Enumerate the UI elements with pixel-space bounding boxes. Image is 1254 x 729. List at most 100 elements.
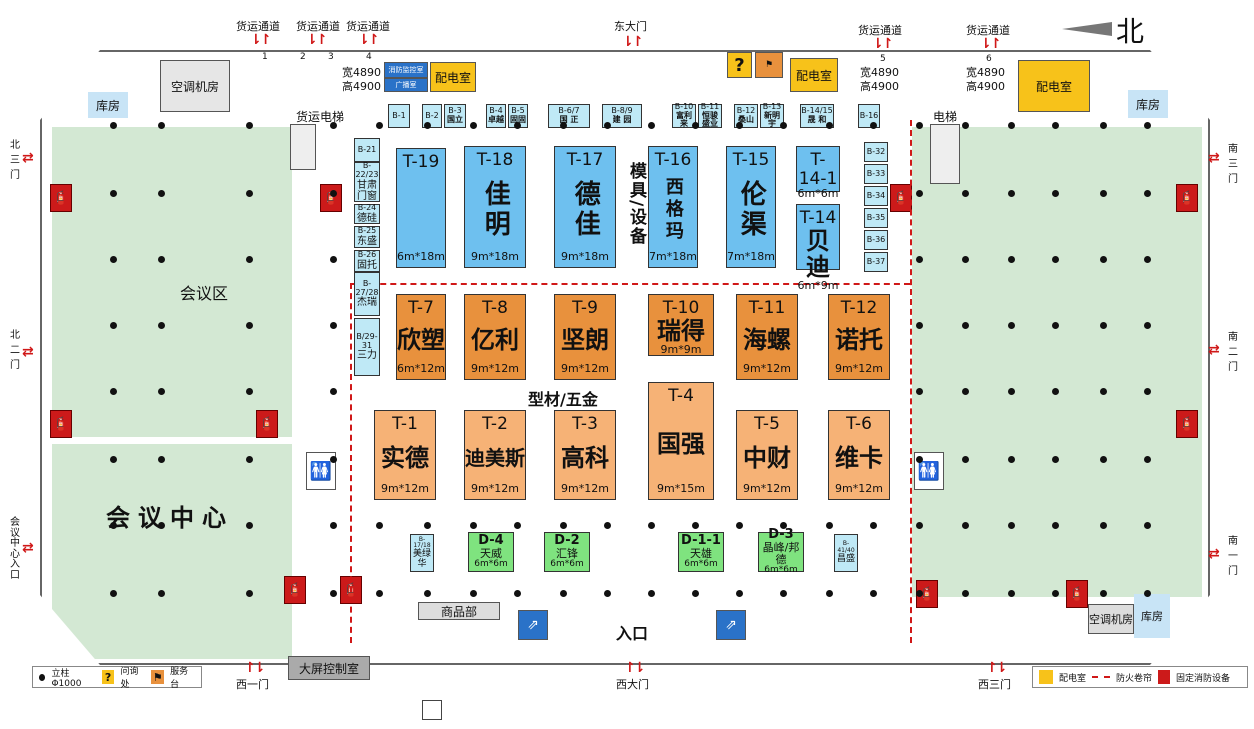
column-dot xyxy=(330,522,337,529)
column-dot xyxy=(1052,522,1059,529)
meeting-area xyxy=(52,127,292,437)
booth-name: 晟 和 xyxy=(807,115,827,124)
column-dot xyxy=(1052,190,1059,197)
legend-fire-shutter: 防火卷帘 xyxy=(1116,673,1153,684)
fire-extinguisher-icon: 🧯 xyxy=(50,184,72,212)
booth-size: 9m*12m xyxy=(835,361,883,375)
booth-code: T-2 xyxy=(482,414,508,434)
west3-gate: 西三门 xyxy=(978,678,1011,691)
booth-code: D-1-1 xyxy=(681,532,721,548)
booth-code: B-25 xyxy=(357,226,377,236)
b-booth[interactable]: B-37 xyxy=(864,252,888,272)
b-booth[interactable]: B-35 xyxy=(864,208,888,228)
column-dot xyxy=(1008,322,1015,329)
b-booth[interactable]: B-32 xyxy=(864,142,888,162)
column-dot xyxy=(1052,590,1059,597)
column-dot xyxy=(514,122,521,129)
gate-arrows-icon: ⇂↾ xyxy=(872,36,894,52)
booth-name: 建 园 xyxy=(612,115,632,124)
column-dot xyxy=(1100,122,1107,129)
warehouse-right: 库房 xyxy=(1128,90,1168,118)
b-booth[interactable]: B-36 xyxy=(864,230,888,250)
booth-name: 瑞得 xyxy=(657,316,705,345)
gate-arrows-icon: ⇄ xyxy=(22,150,34,166)
column-dot xyxy=(470,590,477,597)
column-dot xyxy=(692,522,699,529)
column-dot xyxy=(962,122,969,129)
booth-code: T-18 xyxy=(476,150,514,170)
column-dot xyxy=(1052,322,1059,329)
column-dot xyxy=(246,456,253,463)
column-dot xyxy=(1008,256,1015,263)
column-dot xyxy=(962,456,969,463)
gate-arrows-icon: ⇂↾ xyxy=(622,34,644,50)
b-booth[interactable]: B-33 xyxy=(864,164,888,184)
b-booth[interactable]: B-21 xyxy=(354,138,380,162)
column-dot xyxy=(1144,322,1151,329)
inquiry-icon: ? xyxy=(101,670,115,684)
column-dot xyxy=(1008,388,1015,395)
elevator-label: 电梯 xyxy=(933,110,958,124)
column-dot xyxy=(1144,190,1151,197)
booth-code: T-14-1 xyxy=(798,150,838,189)
column-dot xyxy=(916,590,923,597)
booth-name: 富利来 xyxy=(676,110,692,129)
column-dot xyxy=(110,590,117,597)
column-dot xyxy=(1008,590,1015,597)
column-dot xyxy=(246,388,253,395)
column-dot xyxy=(1100,256,1107,263)
booth-code: T-14 xyxy=(799,208,837,228)
booth-name: 维卡 xyxy=(835,444,883,473)
booth-name: 德佳 xyxy=(570,180,601,241)
gate-number: 4 xyxy=(366,52,372,62)
broadcast-room: 广播室 xyxy=(384,78,428,92)
column-dot xyxy=(560,590,567,597)
column-dot xyxy=(514,522,521,529)
booth-code: B-14/15 xyxy=(801,106,833,116)
b-booth[interactable]: B-34 xyxy=(864,186,888,206)
column-dot xyxy=(916,322,923,329)
booth-name: 甘肃门窗 xyxy=(357,179,377,202)
column-dot xyxy=(1052,122,1059,129)
b-booth[interactable]: B-1 xyxy=(388,104,410,128)
freight-passage-1: 货运通道 xyxy=(236,20,280,33)
booth-code: T-16 xyxy=(654,150,692,170)
